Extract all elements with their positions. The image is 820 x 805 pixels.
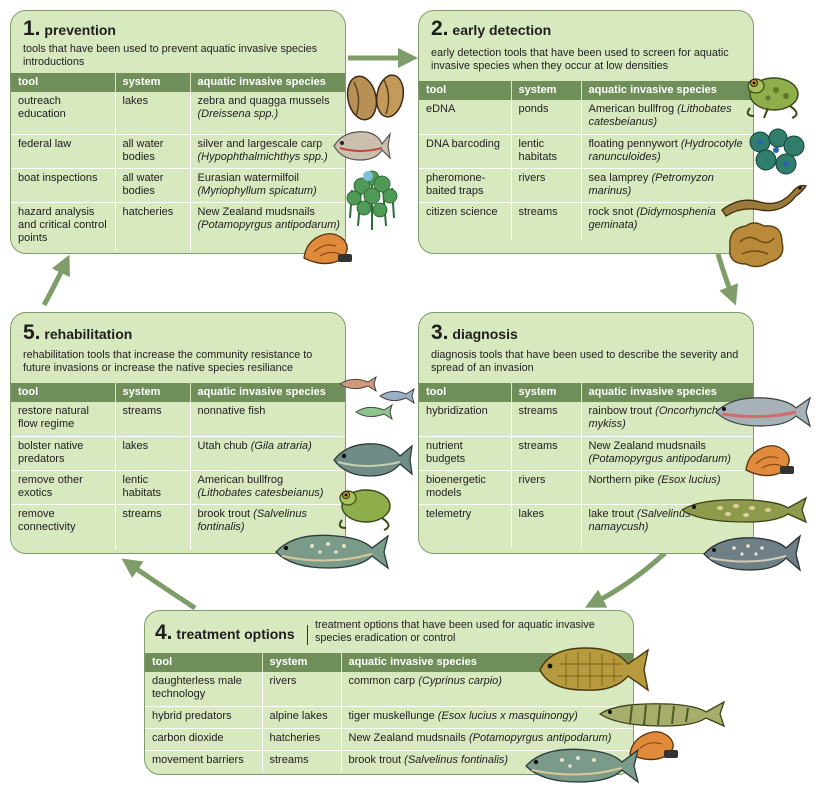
- col-header-tool: tool: [11, 383, 115, 402]
- panel-rehabilitation: 5. rehabilitation rehabilitation tools t…: [10, 312, 346, 554]
- col-header-species: aquatic invasive species: [189, 73, 345, 92]
- mudsnail-icon: [745, 445, 794, 477]
- carp-icon: [333, 131, 391, 161]
- col-header-system: system: [114, 383, 190, 402]
- small-fish-icon: [339, 375, 415, 421]
- col-header-system: system: [510, 383, 581, 402]
- col-header-tool: tool: [419, 81, 511, 100]
- mudsnail-icon: [629, 731, 678, 761]
- trout-icon: [275, 534, 390, 570]
- pennywort-icon: [749, 128, 805, 175]
- muskellunge-icon: [598, 700, 726, 728]
- col-header-system: system: [261, 653, 341, 672]
- mudsnail-icon: [303, 233, 352, 265]
- lamprey-icon: [721, 184, 808, 217]
- bullfrog-icon: [746, 77, 799, 119]
- trout-icon: [703, 534, 802, 572]
- bullfrog-icon: [338, 489, 391, 531]
- arrow-5-to-1: [41, 254, 70, 307]
- panel-description: tools that have been used to prevent aqu…: [23, 43, 318, 68]
- panel-description: diagnosis tools that have been used to d…: [431, 349, 739, 374]
- carp-icon: [539, 647, 650, 692]
- panel-title: 4. treatment options: [155, 621, 295, 644]
- rock-snot-icon: [729, 222, 784, 268]
- col-header-species: aquatic invasive species: [580, 81, 753, 100]
- col-header-system: system: [114, 73, 190, 92]
- mussel-icon: [346, 74, 405, 121]
- chub-icon: [333, 443, 413, 477]
- trout-icon: [715, 396, 812, 428]
- col-header-tool: tool: [145, 653, 262, 672]
- panel-diagnosis: 3. diagnosis diagnosis tools that have b…: [418, 312, 754, 554]
- col-header-tool: tool: [419, 383, 511, 402]
- col-header-species: aquatic invasive species: [580, 383, 753, 402]
- panel-title: 2. early detection: [431, 17, 552, 40]
- panel-title: 5. rehabilitation: [23, 321, 133, 344]
- panel-title: 3. diagnosis: [431, 321, 518, 344]
- col-header-system: system: [510, 81, 581, 100]
- panel-description: early detection tools that have been use…: [431, 47, 729, 72]
- pike-icon: [680, 496, 808, 524]
- panel-prevention: 1. prevention tools that have been used …: [10, 10, 346, 254]
- panel-description: rehabilitation tools that increase the c…: [23, 349, 313, 374]
- col-header-tool: tool: [11, 73, 115, 92]
- col-header-species: aquatic invasive species: [189, 383, 345, 402]
- panel-early-detection: 2. early detection early detection tools…: [418, 10, 754, 254]
- arrow-3-to-4: [584, 551, 667, 608]
- panel-description: treatment options that have been used fo…: [315, 619, 595, 644]
- panel-title: 1. prevention: [23, 17, 116, 40]
- trout-icon: [525, 748, 640, 784]
- title-separator: [307, 625, 308, 645]
- watermilfoil-icon: [346, 170, 398, 230]
- arrow-4-to-5: [121, 558, 197, 611]
- table-row: hazard analysis and critical control poi…: [11, 201, 345, 250]
